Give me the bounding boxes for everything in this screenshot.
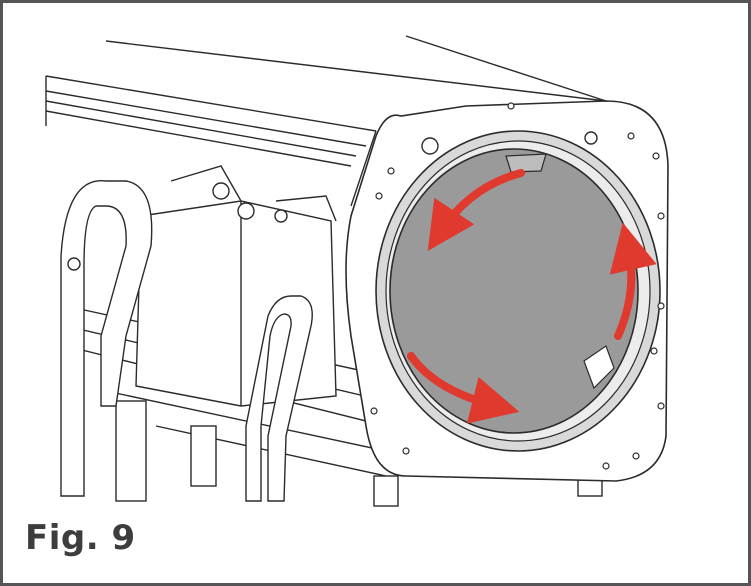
figure-caption: Fig. 9 bbox=[25, 518, 136, 558]
lens-assembly bbox=[375, 130, 661, 452]
rotate-arrow-top-icon bbox=[427, 169, 525, 251]
projector-illustration bbox=[45, 35, 669, 507]
bezel-screws bbox=[370, 102, 665, 470]
lens-surface bbox=[389, 148, 639, 434]
yoke-arm-right bbox=[245, 295, 313, 502]
support-feet bbox=[115, 400, 603, 507]
side-housing bbox=[135, 165, 337, 407]
rotate-arrow-bottom-icon bbox=[407, 352, 520, 424]
rotate-arrow-right-icon bbox=[609, 222, 657, 340]
rotation-arrows bbox=[407, 169, 657, 424]
yoke-arm-left bbox=[60, 180, 153, 497]
